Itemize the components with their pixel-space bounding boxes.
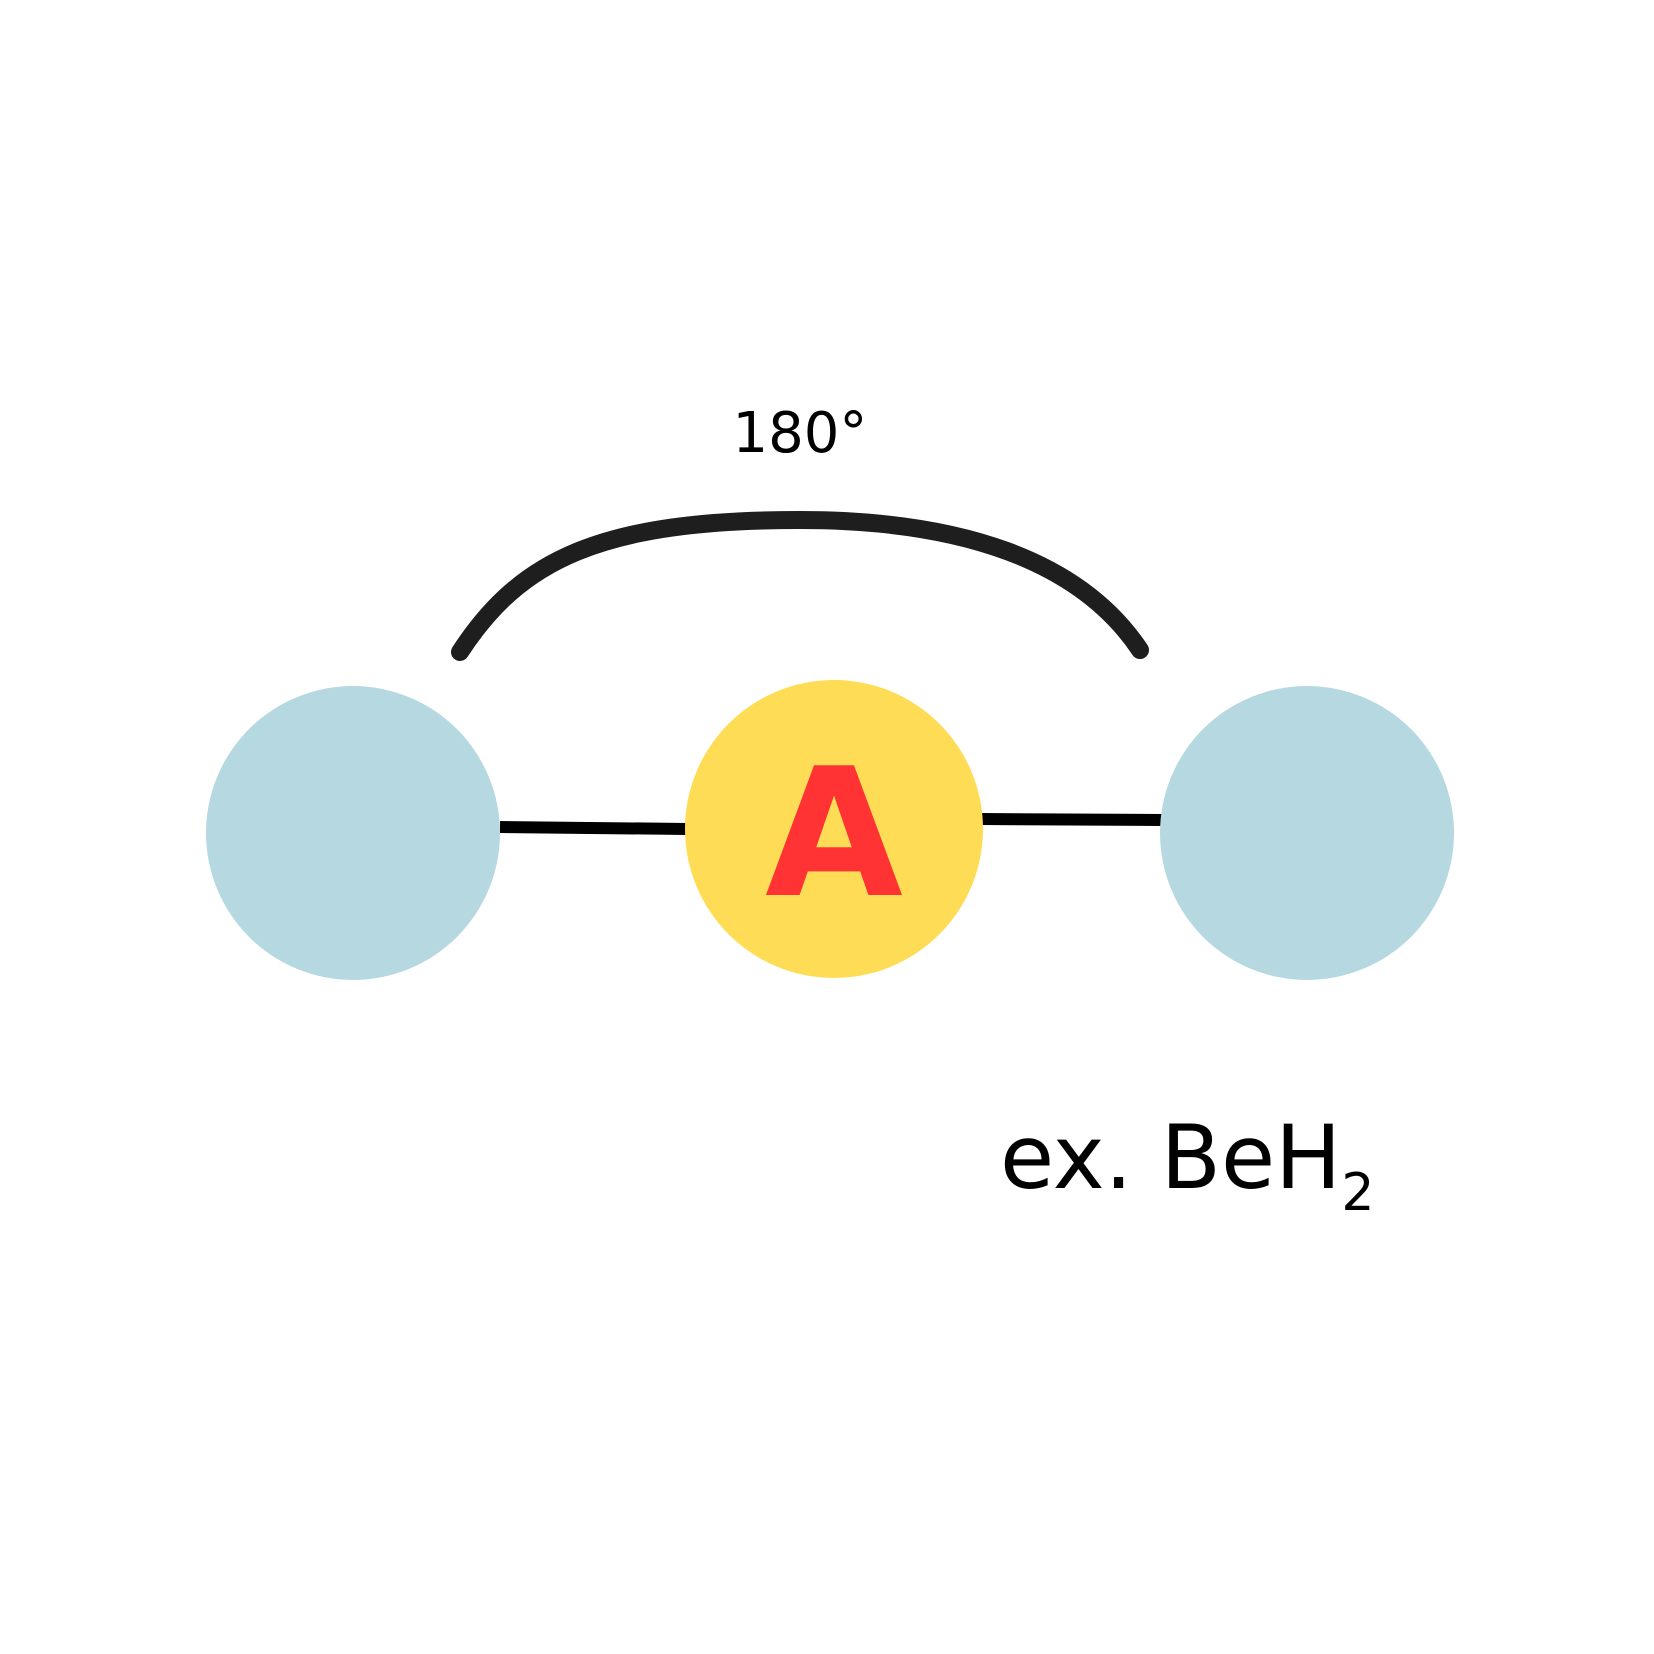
central-atom-label: A xyxy=(765,730,903,937)
angle-label: 180° xyxy=(733,401,868,466)
bond-angle-arc xyxy=(451,510,1149,661)
outer-atom-right xyxy=(1160,686,1454,980)
example-formula-main: ex. BeH xyxy=(1000,1106,1341,1209)
bond-right xyxy=(979,813,1163,826)
example-formula: ex. BeH2 xyxy=(1000,1106,1374,1223)
bond-left xyxy=(499,821,689,835)
central-atom xyxy=(685,680,983,978)
outer-atom-left xyxy=(206,686,500,980)
example-formula-subscript: 2 xyxy=(1341,1163,1374,1223)
